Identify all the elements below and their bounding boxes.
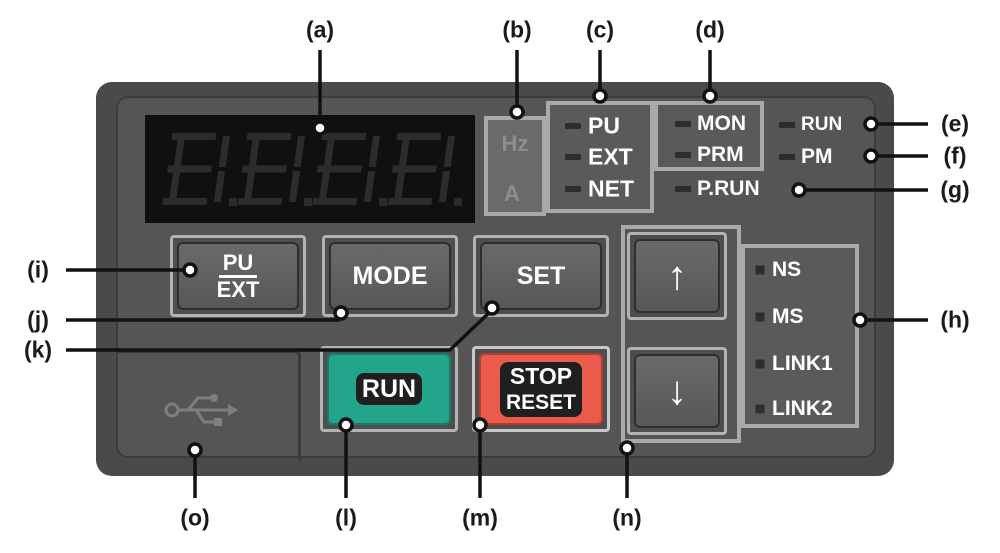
callout-e: (e) bbox=[940, 110, 970, 137]
ext-indicator-label: EXT bbox=[588, 143, 633, 170]
display-segment bbox=[173, 136, 186, 167]
pm-indicator-label: PM bbox=[801, 145, 833, 168]
callout-m: (m) bbox=[462, 504, 498, 531]
mon-indicator-label: MON bbox=[697, 112, 746, 135]
mode-button[interactable]: MODE bbox=[329, 242, 451, 310]
callout-d: (d) bbox=[695, 16, 725, 43]
display-decimal-point bbox=[304, 198, 312, 206]
ms-led bbox=[755, 312, 765, 322]
unit-a-label: A bbox=[504, 181, 520, 206]
seven-segment-display bbox=[145, 115, 475, 223]
display-segment bbox=[393, 171, 406, 202]
callout-l: (l) bbox=[335, 504, 357, 531]
display-segment bbox=[398, 136, 411, 167]
ns-indicator-label: NS bbox=[772, 258, 802, 281]
display-segment bbox=[363, 171, 376, 202]
pu-ext-button-top-label: PU bbox=[218, 250, 258, 278]
display-segment bbox=[243, 171, 256, 202]
callout-c: (c) bbox=[585, 16, 615, 43]
ns-led bbox=[755, 265, 765, 275]
run-indicator-label: RUN bbox=[801, 114, 843, 135]
display-decimal-point bbox=[229, 198, 237, 206]
display-segment bbox=[293, 136, 306, 167]
display-segment bbox=[316, 165, 362, 173]
display-segment bbox=[438, 171, 451, 202]
set-button[interactable]: SET bbox=[480, 242, 602, 310]
run-led bbox=[779, 122, 795, 128]
prun-indicator-label: P.RUN bbox=[697, 177, 760, 200]
display-segment bbox=[168, 171, 181, 202]
display-segment bbox=[241, 165, 287, 173]
display-segment bbox=[248, 136, 261, 167]
display-segment bbox=[166, 165, 212, 173]
display-segment bbox=[213, 171, 226, 202]
usb-icon bbox=[164, 394, 238, 426]
mon-led bbox=[675, 121, 691, 127]
callout-o: (o) bbox=[180, 504, 210, 531]
display-segment bbox=[368, 136, 381, 167]
callout-b: (b) bbox=[502, 16, 532, 43]
run-button-label: RUN bbox=[355, 373, 423, 405]
stop-label: STOP bbox=[509, 362, 573, 391]
ext-led bbox=[565, 154, 581, 160]
callout-j: (j) bbox=[27, 306, 49, 333]
net-led bbox=[565, 186, 581, 192]
display-segment bbox=[443, 136, 456, 167]
callout-f: (f) bbox=[943, 142, 967, 169]
unit-hz-label: Hz bbox=[501, 131, 529, 156]
display-segment bbox=[391, 165, 437, 173]
prm-led bbox=[675, 152, 691, 158]
run-button[interactable]: RUN bbox=[327, 353, 451, 425]
link1-led bbox=[755, 359, 765, 369]
display-segment bbox=[288, 171, 301, 202]
link1-indicator-label: LINK1 bbox=[772, 352, 833, 375]
net-indicator-label: NET bbox=[588, 175, 634, 202]
pu-ext-button[interactable]: PU EXT bbox=[177, 242, 299, 310]
seven-segment-digits bbox=[162, 133, 462, 206]
pu-led bbox=[565, 123, 581, 129]
display-decimal-point bbox=[454, 198, 462, 206]
display-decimal-point bbox=[379, 198, 387, 206]
setting-dial-group bbox=[621, 225, 741, 443]
up-arrow-button[interactable]: ↑ bbox=[634, 239, 720, 313]
link2-led bbox=[755, 404, 765, 414]
display-segment bbox=[323, 136, 336, 167]
callout-a: (a) bbox=[305, 16, 335, 43]
display-segment bbox=[218, 136, 231, 167]
pu-indicator-label: PU bbox=[588, 112, 620, 139]
callout-i: (i) bbox=[27, 256, 49, 283]
reset-label: RESET bbox=[505, 390, 576, 414]
prm-indicator-label: PRM bbox=[697, 143, 744, 166]
pu-ext-button-bottom-label: EXT bbox=[216, 276, 260, 302]
down-arrow-button[interactable]: ↓ bbox=[634, 354, 720, 428]
pm-led bbox=[779, 154, 795, 160]
callout-k: (k) bbox=[23, 336, 53, 363]
ms-indicator-label: MS bbox=[772, 305, 804, 328]
prun-led bbox=[675, 186, 691, 192]
display-segment bbox=[318, 171, 331, 202]
stop-reset-button[interactable]: STOP RESET bbox=[479, 353, 603, 425]
operation-mode-indicator-group bbox=[546, 101, 654, 213]
network-indicator-group bbox=[741, 244, 859, 428]
callout-g: (g) bbox=[940, 176, 970, 203]
link2-indicator-label: LINK2 bbox=[772, 397, 833, 420]
callout-h: (h) bbox=[940, 306, 970, 333]
callout-n: (n) bbox=[612, 504, 642, 531]
